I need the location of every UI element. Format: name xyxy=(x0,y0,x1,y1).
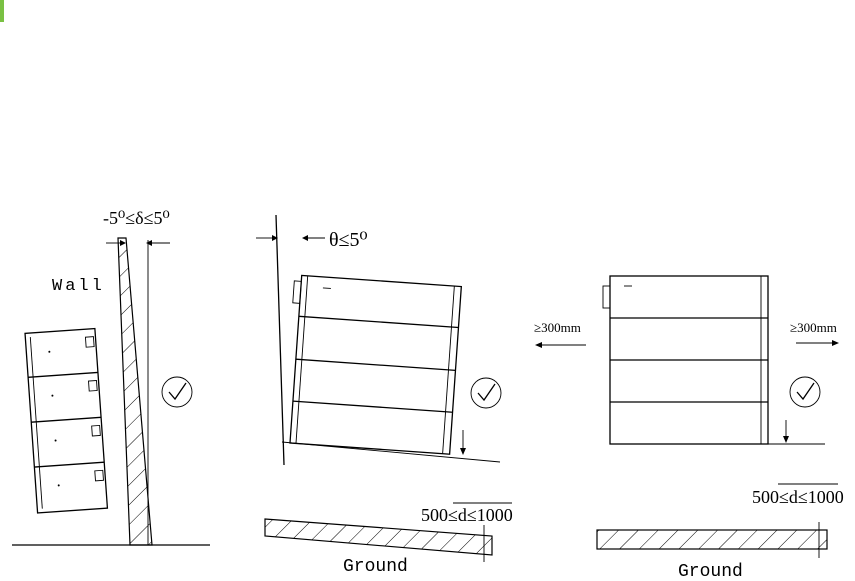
figure-3-battery-stack xyxy=(602,275,769,445)
figure-1-tilt-label: -5⁰≤δ≤5⁰ xyxy=(103,208,170,228)
figure-1-battery-stack xyxy=(24,327,109,514)
figure-1-wall-tilt: -5⁰≤δ≤5⁰ Wall xyxy=(12,208,210,546)
figure-2-floor-tilt: θ≤5⁰ 500≤d≤1000 Ground xyxy=(256,214,513,577)
figure-2-battery-stack xyxy=(289,274,463,455)
figure-2-height-label: 500≤d≤1000 xyxy=(421,505,513,525)
corner-accent xyxy=(0,0,4,22)
figure-2-ground-slab xyxy=(264,518,493,556)
check-circle-icon xyxy=(789,376,821,408)
figure-3-right-clearance: ≥300mm xyxy=(790,320,837,335)
check-circle-icon xyxy=(470,377,502,409)
figure-3-left-clearance: ≥300mm xyxy=(534,320,581,335)
figure-3-ground-slab xyxy=(596,529,828,550)
figure-2-wall xyxy=(275,214,285,466)
figure-3-clearance: ≥300mm ≥300mm 500≤d≤1000 Groun xyxy=(534,275,844,581)
wall xyxy=(117,237,153,546)
wall-label: Wall xyxy=(52,277,105,296)
figure-2-ground-label: Ground xyxy=(343,557,408,577)
check-circle-icon xyxy=(161,376,193,408)
figure-3-ground-label: Ground xyxy=(678,562,743,581)
figure-3-height-label: 500≤d≤1000 xyxy=(752,487,844,507)
figure-2-tilt-label: θ≤5⁰ xyxy=(329,229,368,251)
